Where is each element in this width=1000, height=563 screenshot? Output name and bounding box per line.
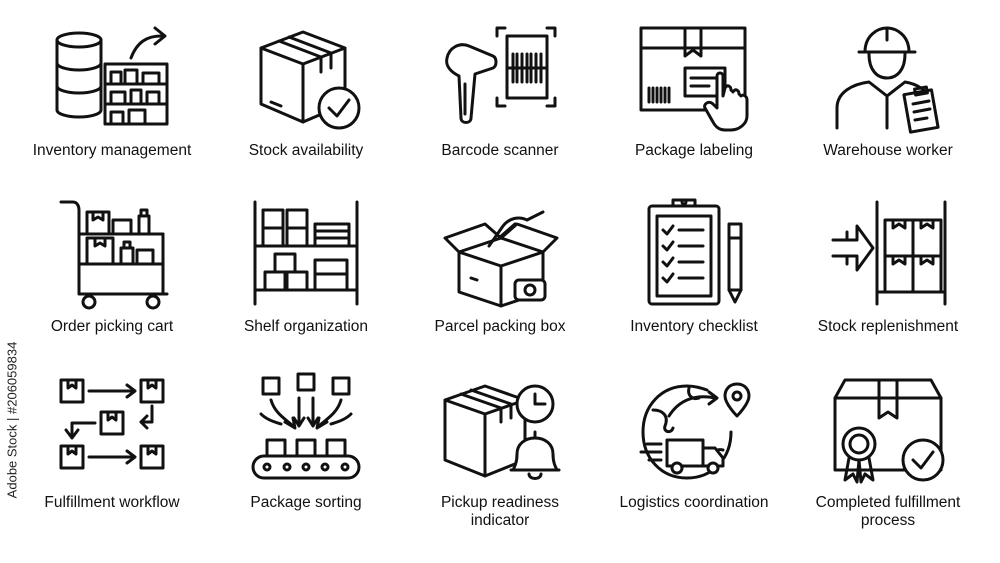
package-sorting-icon	[241, 370, 371, 490]
icon-label: Package sorting	[250, 494, 362, 511]
icon-label: Warehouse worker	[823, 142, 953, 159]
package-labeling-icon	[629, 18, 759, 138]
icon-label: Stock replenishment	[817, 318, 959, 335]
icon-label: Completed fulfillment process	[815, 494, 961, 529]
pickup-readiness-indicator-icon	[435, 370, 565, 490]
icon-cell: Logistics coordination	[597, 370, 791, 548]
stock-watermark: Adobe Stock | #206059834	[2, 300, 22, 540]
icon-label: Pickup readiness indicator	[440, 494, 560, 529]
icon-label: Fulfillment workflow	[44, 494, 180, 511]
icon-label: Package labeling	[634, 142, 754, 159]
inventory-management-icon	[47, 18, 177, 138]
stock-replenishment-icon	[823, 194, 953, 314]
warehouse-worker-icon	[823, 18, 953, 138]
order-picking-cart-icon	[47, 194, 177, 314]
icon-label: Inventory checklist	[630, 318, 758, 335]
icon-cell: Inventory checklist	[597, 194, 791, 370]
icon-cell: Stock availability	[209, 18, 403, 194]
icon-grid: Inventory management Stock availability	[15, 18, 985, 548]
icon-cell: Warehouse worker	[791, 18, 985, 194]
icon-label: Parcel packing box	[434, 318, 566, 335]
icon-cell: Inventory management	[15, 18, 209, 194]
icon-cell: Order picking cart	[15, 194, 209, 370]
logistics-coordination-icon	[629, 370, 759, 490]
icon-cell: Package sorting	[209, 370, 403, 548]
icon-cell: Fulfillment workflow	[15, 370, 209, 548]
inventory-checklist-icon	[629, 194, 759, 314]
stock-availability-icon	[241, 18, 371, 138]
barcode-scanner-icon	[435, 18, 565, 138]
icon-label: Order picking cart	[50, 318, 174, 335]
icon-cell: Completed fulfillment process	[791, 370, 985, 548]
icon-label: Barcode scanner	[441, 142, 559, 159]
icon-label: Logistics coordination	[619, 494, 769, 511]
icon-label: Stock availability	[248, 142, 364, 159]
icon-cell: Stock replenishment	[791, 194, 985, 370]
icon-label: Shelf organization	[243, 318, 369, 335]
icon-label: Inventory management	[32, 142, 192, 159]
icon-cell: Shelf organization	[209, 194, 403, 370]
icon-cell: Package labeling	[597, 18, 791, 194]
fulfillment-workflow-icon	[47, 370, 177, 490]
watermark-text: Adobe Stock | #206059834	[4, 341, 20, 499]
icon-cell: Parcel packing box	[403, 194, 597, 370]
completed-fulfillment-process-icon	[823, 370, 953, 490]
shelf-organization-icon	[241, 194, 371, 314]
icon-cell: Barcode scanner	[403, 18, 597, 194]
icon-cell: Pickup readiness indicator	[403, 370, 597, 548]
parcel-packing-box-icon	[435, 194, 565, 314]
